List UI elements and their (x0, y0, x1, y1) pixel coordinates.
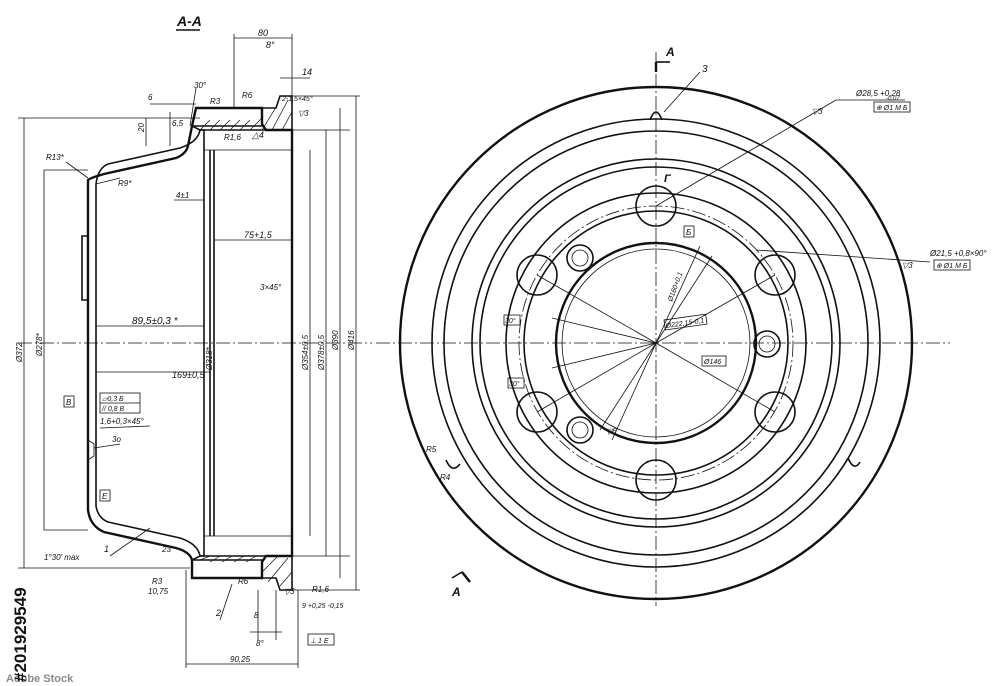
dim-89-5: 89,5±0,3 * (132, 316, 179, 327)
hole1-note-b: -0,07 (886, 96, 900, 102)
rough-bot: ▽3 (284, 587, 295, 596)
hole1-note-a: Ø28,5 +0,28 (855, 89, 901, 98)
dim-20: 20 (137, 123, 146, 133)
dim-r1-6-bot: R1,6 (312, 585, 329, 594)
dim-3o: 3о (112, 435, 121, 444)
dim-6-5: 6,5 (172, 119, 184, 128)
item-3: 3 (702, 64, 708, 75)
rim-outer (398, 85, 914, 601)
datum-b: Б (686, 228, 691, 237)
dim-d4-tri: △4 (251, 130, 264, 140)
dim-r4: R4 (440, 473, 451, 482)
dim-dia146: Ø146 (703, 359, 721, 366)
dim-chamfer-3x45: 3×45° (260, 283, 282, 292)
dim-ang-1-30: 1°30' max (44, 553, 80, 562)
hole1-note-c: ⊕ Ø1 M Б (876, 105, 908, 112)
dim-80: 80 (258, 28, 268, 38)
datum-g: Г (664, 173, 672, 185)
dim-10-75: 10,75 (148, 587, 169, 596)
section-view-a-a: A-A (15, 13, 372, 668)
dim-dia416: Ø416 (347, 330, 356, 351)
hatch-top (191, 95, 293, 131)
item-2: 2 (215, 608, 221, 618)
view-mark-bottom: A (451, 585, 461, 599)
dim-r13: R13* (46, 153, 65, 162)
datum-v: В (66, 398, 72, 407)
dim-chamfer-1-6: 1,6+0,3×45° (100, 417, 144, 426)
dim-r9: R9* (118, 179, 132, 188)
dim-dia318: Ø318* (205, 346, 214, 371)
section-title: A-A (176, 13, 202, 29)
rough-2: ▽3 (902, 261, 913, 270)
dim-75: 75+1,5 (244, 230, 273, 240)
dim-r3-top: R3 (210, 97, 221, 106)
dim-6: 6 (148, 93, 153, 102)
dim-9: 9 +0,25 -0,15 (302, 603, 344, 610)
dim-dia278: Ø278* (35, 332, 44, 357)
rough-1: ▽3 (812, 107, 823, 116)
dim-dia372: Ø372 (15, 342, 24, 363)
dim-r6-top: R6 (242, 91, 253, 100)
dim-169: 169±0,5 (172, 370, 205, 380)
dim-ang8-top: 8° (266, 40, 275, 50)
dim-dia378: Ø378±0,5 (317, 334, 326, 371)
rough-hub: ▽6 (606, 427, 617, 436)
dim-14: 14 (302, 67, 312, 77)
dim-r5: R5 (426, 445, 437, 454)
tol-flat: ▱0,3 Б (102, 396, 124, 403)
hub-bore (554, 241, 758, 445)
rough-top: ▽3 (298, 109, 309, 118)
dim-dia390: Ø390 (331, 330, 340, 351)
ang-30a: 30° (505, 317, 516, 325)
hole2-note-b: ⊕ Ø1 M Б (936, 263, 968, 270)
dim-r6-bot: R6 (238, 577, 249, 586)
stock-id-watermark: #201929549 (11, 587, 30, 682)
dim-chamfer-top: 2-1,5×45° (281, 95, 313, 103)
dim-8: 8 (254, 611, 259, 620)
hatch-bottom (191, 555, 293, 591)
item-1: 1 (104, 544, 109, 554)
drum-outer-profile (86, 106, 294, 580)
dim-90-25: 90,25 (230, 655, 251, 664)
stock-brand-watermark: Adobe Stock (6, 673, 74, 685)
tol-bottom: ⊥ 1 Е (310, 638, 329, 645)
hole2-note-a: Ø21,5 +0,8×90° (929, 249, 987, 258)
dim-23: 23 (161, 545, 171, 554)
front-view: A A 3 Ø28,5 +0,28 -0,07 ⊕ Ø1 M Б ▽3 Ø21,… (376, 45, 987, 606)
ang-30b: 30° (509, 380, 520, 388)
datum-e: Е (102, 492, 108, 501)
dim-dia354: Ø354±0,5 (301, 334, 310, 371)
dim-r3-bot: R3 (152, 577, 163, 586)
view-mark-top: A (665, 45, 675, 59)
dim-4pm1: 4±1 (176, 191, 189, 200)
dim-r1-6-top: R1,6 (224, 133, 241, 142)
stud-holes (516, 185, 796, 501)
dim-ang8-bot: 8° (256, 639, 264, 648)
tol-parallel: // 0,8 В (101, 406, 125, 413)
dim-ang30: 30° (194, 81, 207, 90)
